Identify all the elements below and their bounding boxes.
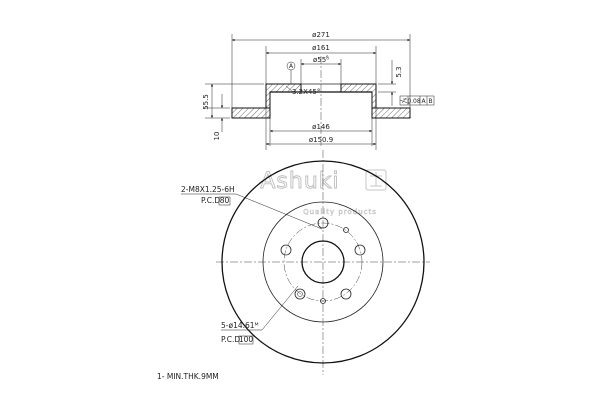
center-bore [301, 240, 345, 284]
tolerance-datum-b: B [428, 98, 432, 105]
pcd-circle [283, 222, 363, 302]
watermark-brand: Ashuki [260, 169, 339, 194]
bolt-hole [354, 244, 366, 256]
brand-watermark: Ashuki Quality products [260, 169, 387, 216]
threaded-hole [320, 298, 326, 304]
note-thread-pcd: P.C.D [201, 196, 220, 205]
note-min-thickness: 1- MIN.THK.9MM [157, 372, 219, 381]
disc-outer-edge [221, 160, 425, 364]
front-view: 2-M8X1.25-6H P.C.D 80 5-ø14.61ᴹ P.C.D 10… [181, 150, 430, 375]
bolt-hole [294, 288, 306, 300]
note-bolt-holes: 5-ø14.61ᴹ [221, 321, 259, 330]
section-view: ø271 ø161 ø55⁰̊ A 3.2X45° [202, 31, 435, 150]
dim-total-height: 55.5 [202, 94, 210, 110]
tolerance-datum-a: A [421, 98, 426, 105]
watermark-logo-icon [365, 169, 387, 191]
dim-outer-diameter: ø271 [312, 31, 330, 39]
threaded-hole [343, 227, 349, 233]
dim-disc-thickness: 10 [213, 132, 221, 141]
note-thread-pcd-value: 80 [220, 196, 230, 205]
note-bolt-pcd-value: 100 [239, 335, 254, 344]
threaded-hole [297, 291, 303, 297]
dim-hat-inner-diameter: ø146 [312, 123, 330, 131]
note-thread-spec: 2-M8X1.25-6H [181, 185, 235, 194]
datum-a-label: A [289, 63, 294, 70]
note-bolt-pcd: P.C.D [221, 335, 240, 344]
bolt-hole [340, 288, 352, 300]
datum-a-marker: A [286, 61, 296, 84]
tolerance-value: 0.08 [407, 98, 421, 105]
threaded-holes [297, 227, 349, 304]
watermark-tagline: Quality products [303, 208, 377, 216]
bolt-holes [280, 217, 366, 300]
flatness-symbol-icon [401, 97, 407, 104]
bolt-hole [280, 244, 292, 256]
dim-hat-diameter: ø161 [312, 44, 330, 52]
dim-hat-depth: 5.3 [395, 66, 403, 77]
dim-chamfer: 3.2X45° [292, 88, 320, 96]
geometric-tolerance-frame: 0.08 A B [399, 95, 435, 106]
bolt-hole [317, 217, 329, 229]
hat-edge [262, 201, 384, 323]
dim-hub-diameter: ø150.9 [309, 136, 333, 144]
